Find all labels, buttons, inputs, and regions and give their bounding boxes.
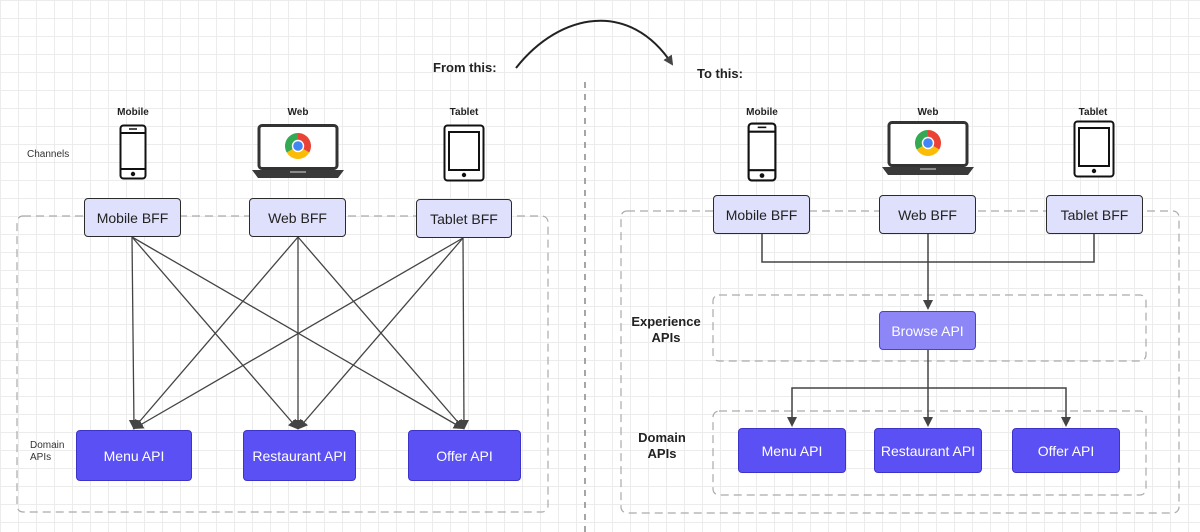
left-web-bff[interactable]: Web BFF	[249, 198, 346, 237]
left-channel-tablet-label: Tablet	[449, 107, 479, 118]
laptop-chrome-icon	[252, 124, 344, 178]
right-offer-api[interactable]: Offer API	[1012, 428, 1120, 473]
edge-mobile-restaurant	[131, 236, 299, 430]
edge-browse-offer	[928, 387, 1071, 427]
mobile-phone-icon	[119, 124, 147, 180]
left-channel-web-label: Web	[287, 107, 309, 118]
left-domain-label: Domain APIs	[30, 440, 65, 463]
right-restaurant-api[interactable]: Restaurant API	[874, 428, 982, 473]
right-web-bff[interactable]: Web BFF	[879, 195, 976, 234]
left-group-frame	[16, 215, 549, 513]
left-offer-api[interactable]: Offer API	[408, 430, 521, 481]
right-tablet-bff[interactable]: Tablet BFF	[1046, 195, 1143, 234]
edge-web-menu	[132, 236, 299, 430]
edge-browse-menu	[787, 387, 928, 427]
left-mobile-bff[interactable]: Mobile BFF	[84, 198, 181, 237]
tablet-icon	[1073, 120, 1115, 178]
edge-web-offer	[297, 236, 465, 430]
edge-tablet-offer	[458, 237, 469, 430]
browse-api[interactable]: Browse API	[879, 311, 976, 350]
left-restaurant-api[interactable]: Restaurant API	[243, 430, 356, 481]
edge-tablet-restaurant	[297, 237, 464, 430]
to-label: To this:	[697, 66, 743, 81]
right-mobile-bff[interactable]: Mobile BFF	[713, 195, 810, 234]
right-channel-web-label: Web	[917, 107, 939, 118]
right-channel-tablet-label: Tablet	[1078, 107, 1108, 118]
domain-group-frame	[712, 410, 1147, 496]
experience-group-frame	[712, 294, 1147, 362]
right-channel-mobile-label: Mobile	[746, 107, 778, 118]
mobile-phone-icon	[747, 122, 777, 182]
left-menu-api[interactable]: Menu API	[76, 430, 192, 481]
edge-tablet-menu	[133, 237, 464, 430]
right-domain-apis-label: Domain APIs	[638, 430, 686, 461]
tablet-icon	[443, 124, 485, 182]
edge-mobile-offer	[131, 236, 464, 430]
right-menu-api[interactable]: Menu API	[738, 428, 846, 473]
from-label: From this:	[433, 60, 497, 75]
left-tablet-bff[interactable]: Tablet BFF	[416, 199, 512, 238]
left-channel-mobile-label: Mobile	[117, 107, 149, 118]
experience-apis-label: Experience APIs	[631, 314, 701, 345]
edge-mobile-menu	[128, 236, 139, 430]
channels-label: Channels	[27, 149, 70, 160]
laptop-chrome-icon	[882, 121, 974, 175]
transition-arrow	[515, 19, 674, 69]
